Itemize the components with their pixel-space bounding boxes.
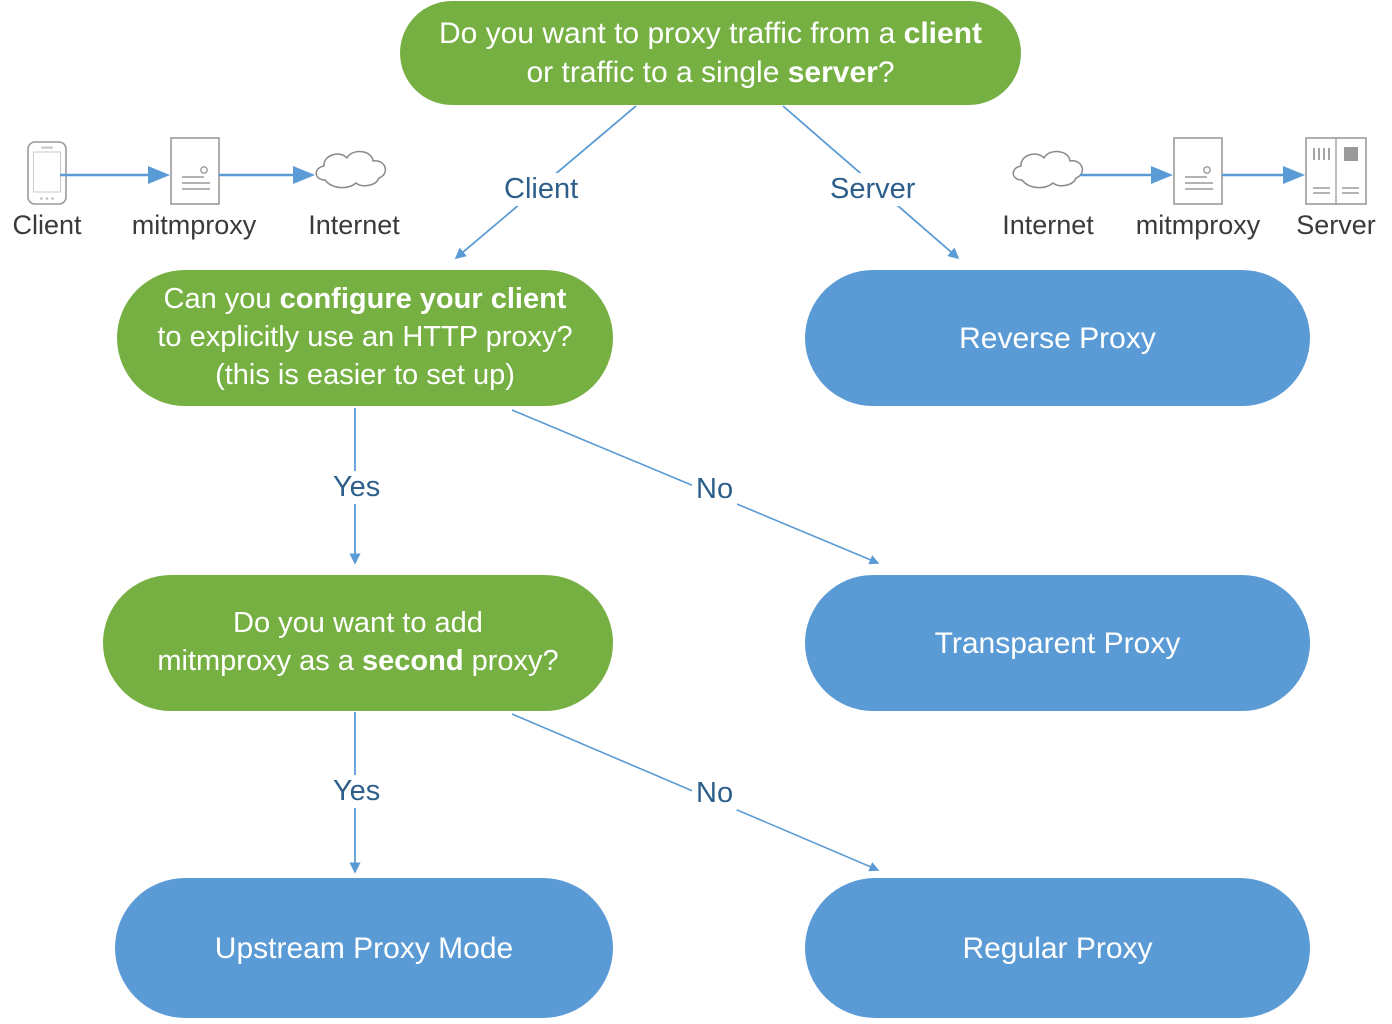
edge-label-yes-lower: Yes bbox=[329, 775, 385, 808]
node-question-root-text: Do you want to proxy traffic from a clie… bbox=[439, 17, 982, 89]
edge-label-client: Client bbox=[500, 173, 583, 206]
edge-label-no-lower: No bbox=[692, 777, 738, 810]
illustration-right: Internet mitmproxy Server bbox=[985, 130, 1385, 240]
proxy-doc-icon bbox=[170, 137, 220, 205]
edge-label-server: Server bbox=[826, 173, 920, 206]
arrow-right-icon bbox=[60, 166, 170, 184]
arrow-right-icon bbox=[1080, 166, 1173, 184]
phone-icon bbox=[27, 141, 67, 205]
node-question-root[interactable]: Do you want to proxy traffic from a clie… bbox=[400, 1, 1021, 105]
node-result-transparent-proxy-label: Transparent Proxy bbox=[934, 626, 1181, 660]
illustration-left-label-2: Internet bbox=[308, 210, 400, 240]
illustration-left: Client mitmproxy Internet bbox=[0, 130, 400, 240]
node-result-upstream-proxy-mode[interactable]: Upstream Proxy Mode bbox=[115, 878, 613, 1018]
illustration-right-label-0: Internet bbox=[1002, 210, 1094, 240]
arrow-right-icon bbox=[1222, 166, 1305, 184]
illustration-right-label-1: mitmproxy bbox=[1135, 210, 1261, 240]
node-result-reverse-proxy[interactable]: Reverse Proxy bbox=[805, 270, 1310, 406]
edge-label-yes-upper: Yes bbox=[329, 471, 385, 504]
node-result-regular-proxy-label: Regular Proxy bbox=[962, 931, 1153, 965]
cloud-icon bbox=[1012, 150, 1084, 189]
illustration-left-label-0: Client bbox=[12, 210, 82, 240]
edge-label-no-upper: No bbox=[692, 473, 738, 506]
node-result-regular-proxy[interactable]: Regular Proxy bbox=[805, 878, 1310, 1018]
node-result-transparent-proxy[interactable]: Transparent Proxy bbox=[805, 575, 1310, 711]
arrow-right-icon bbox=[219, 166, 315, 184]
node-result-upstream-proxy-mode-label: Upstream Proxy Mode bbox=[214, 931, 514, 965]
server-rack-icon bbox=[1305, 137, 1367, 205]
illustration-left-label-1: mitmproxy bbox=[131, 210, 257, 240]
proxy-doc-icon bbox=[1173, 137, 1223, 205]
cloud-icon bbox=[315, 150, 387, 189]
illustration-right-label-2: Server bbox=[1296, 210, 1376, 240]
node-result-reverse-proxy-label: Reverse Proxy bbox=[959, 321, 1156, 355]
